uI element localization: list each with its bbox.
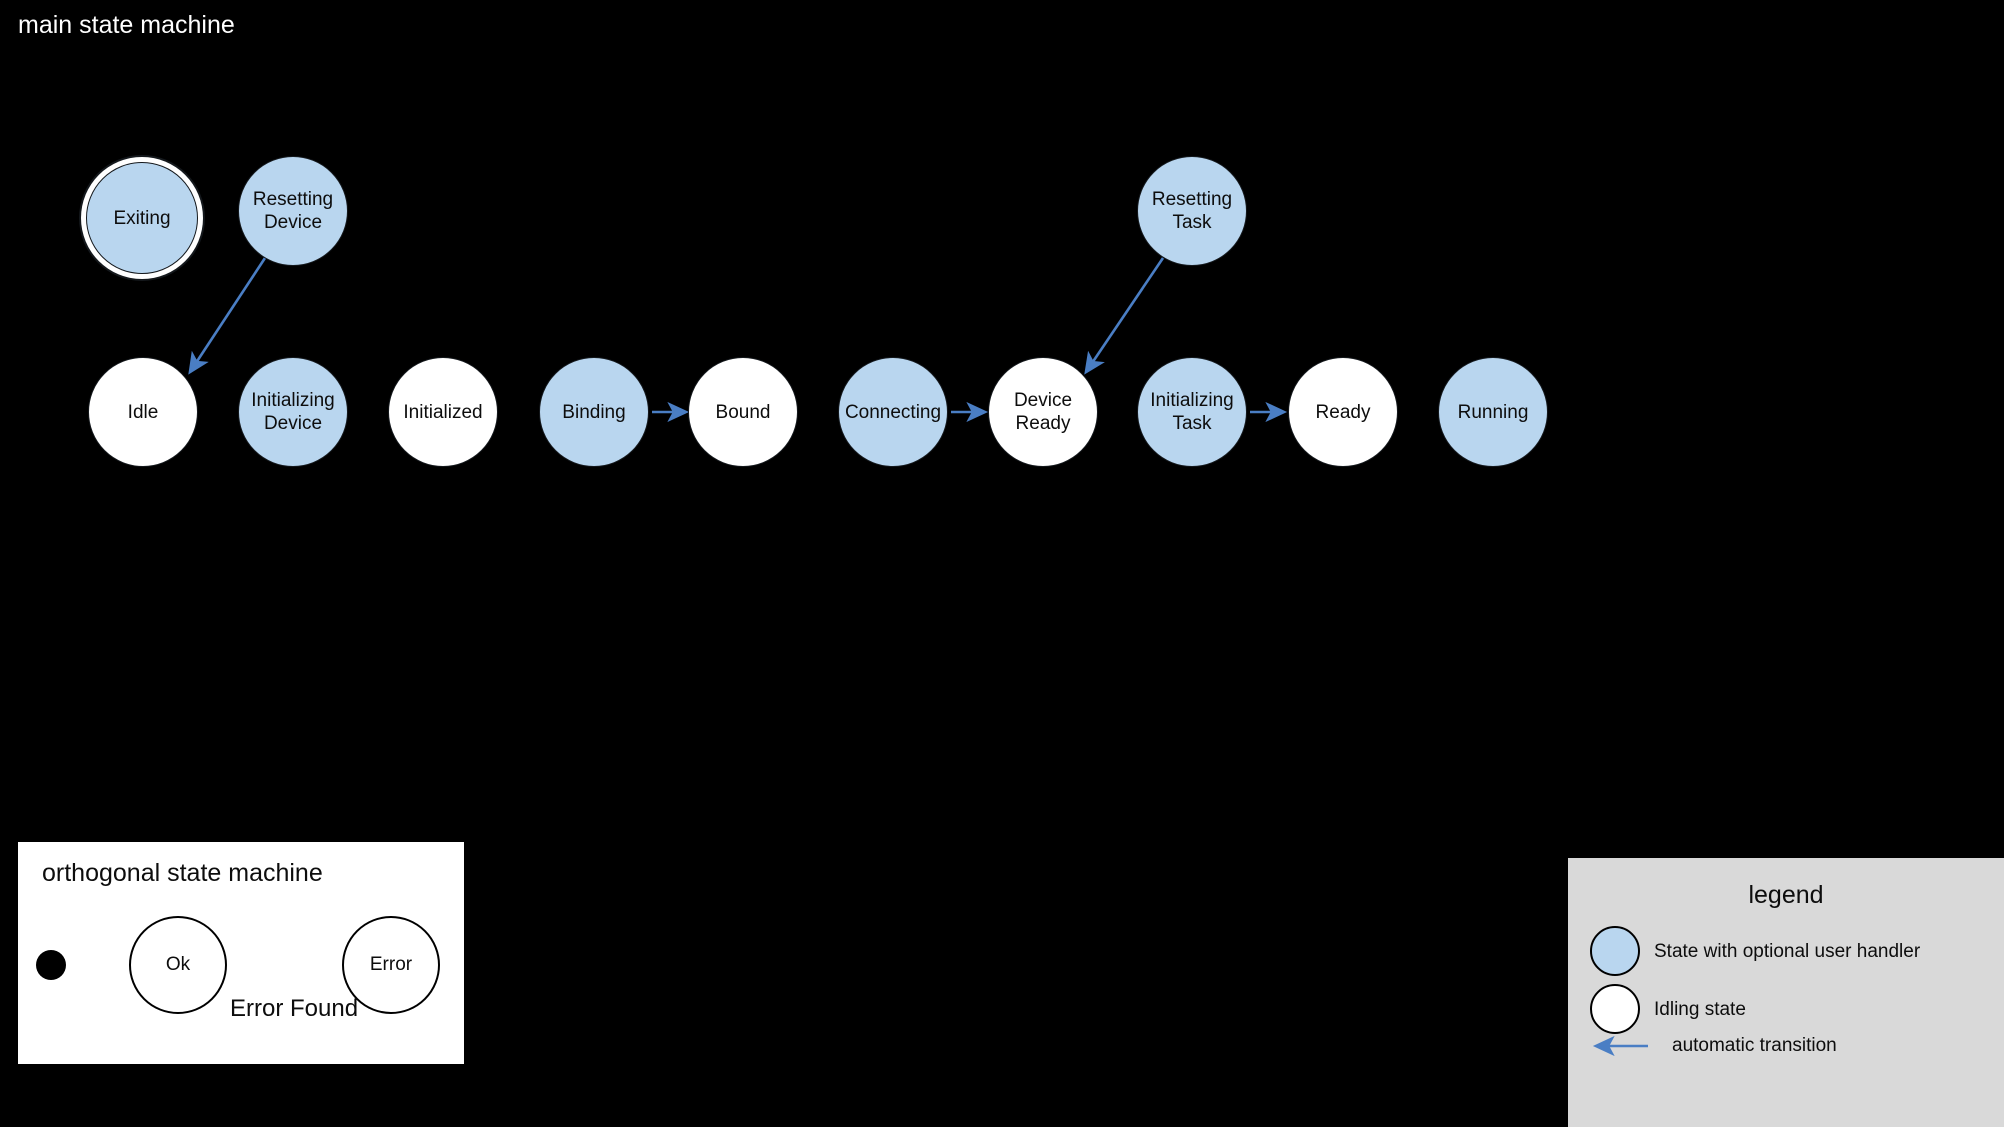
legend-row-1: Idling state <box>1590 984 1746 1034</box>
legend-title: legend <box>1748 881 1824 909</box>
state-label-exiting: Exiting <box>113 207 171 229</box>
state-label-ready: Ready <box>1315 401 1371 423</box>
orthogonal-state-machine-panel: orthogonal state machine Ok Error Error F… <box>18 842 464 1064</box>
page-title: main state machine <box>18 11 235 39</box>
legend-row-0: State with optional user handler <box>1590 926 1920 976</box>
state-node-exiting[interactable]: Exiting <box>86 162 198 274</box>
orthogonal-state-node-error[interactable]: Error <box>342 916 440 1014</box>
orthogonal-state-label-ok: Ok <box>165 954 191 975</box>
orthogonal-transition-label-ok-to-error: Error Found <box>230 995 359 1022</box>
orthogonal-state-node-ok[interactable]: Ok <box>129 916 227 1014</box>
state-label-idle: Idle <box>127 401 159 423</box>
legend-label-2: automatic transition <box>1672 1035 1837 1056</box>
state-node-connecting[interactable]: Connecting <box>838 357 948 467</box>
automatic-transition-arrow-icon <box>1592 1035 1648 1056</box>
idling-state-swatch <box>1590 984 1640 1034</box>
transition-resetting-device-to-idle <box>188 257 267 375</box>
orthogonal-panel-title: orthogonal state machine <box>42 859 323 887</box>
legend-label-1: Idling state <box>1654 998 1746 1020</box>
legend-label-0: State with optional user handler <box>1654 940 1921 962</box>
state-node-bound[interactable]: Bound <box>688 357 798 467</box>
state-label-running: Running <box>1457 401 1529 423</box>
state-node-ready[interactable]: Ready <box>1288 357 1398 467</box>
orthogonal-state-label-error: Error <box>369 954 413 975</box>
state-label-binding: Binding <box>562 401 626 423</box>
transition-resetting-task-to-device-ready <box>1084 257 1165 375</box>
state-label-bound: Bound <box>715 401 771 423</box>
state-label-connecting: Connecting <box>844 401 942 423</box>
handler-state-swatch <box>1590 926 1640 976</box>
initial-state-dot-icon <box>36 950 66 980</box>
state-node-idle[interactable]: Idle <box>88 357 198 467</box>
legend-row-2: automatic transition <box>1590 1034 1837 1057</box>
state-label-initialized: Initialized <box>403 401 483 423</box>
state-node-running[interactable]: Running <box>1438 357 1548 467</box>
state-node-initialized[interactable]: Initialized <box>388 357 498 467</box>
state-node-binding[interactable]: Binding <box>539 357 649 467</box>
